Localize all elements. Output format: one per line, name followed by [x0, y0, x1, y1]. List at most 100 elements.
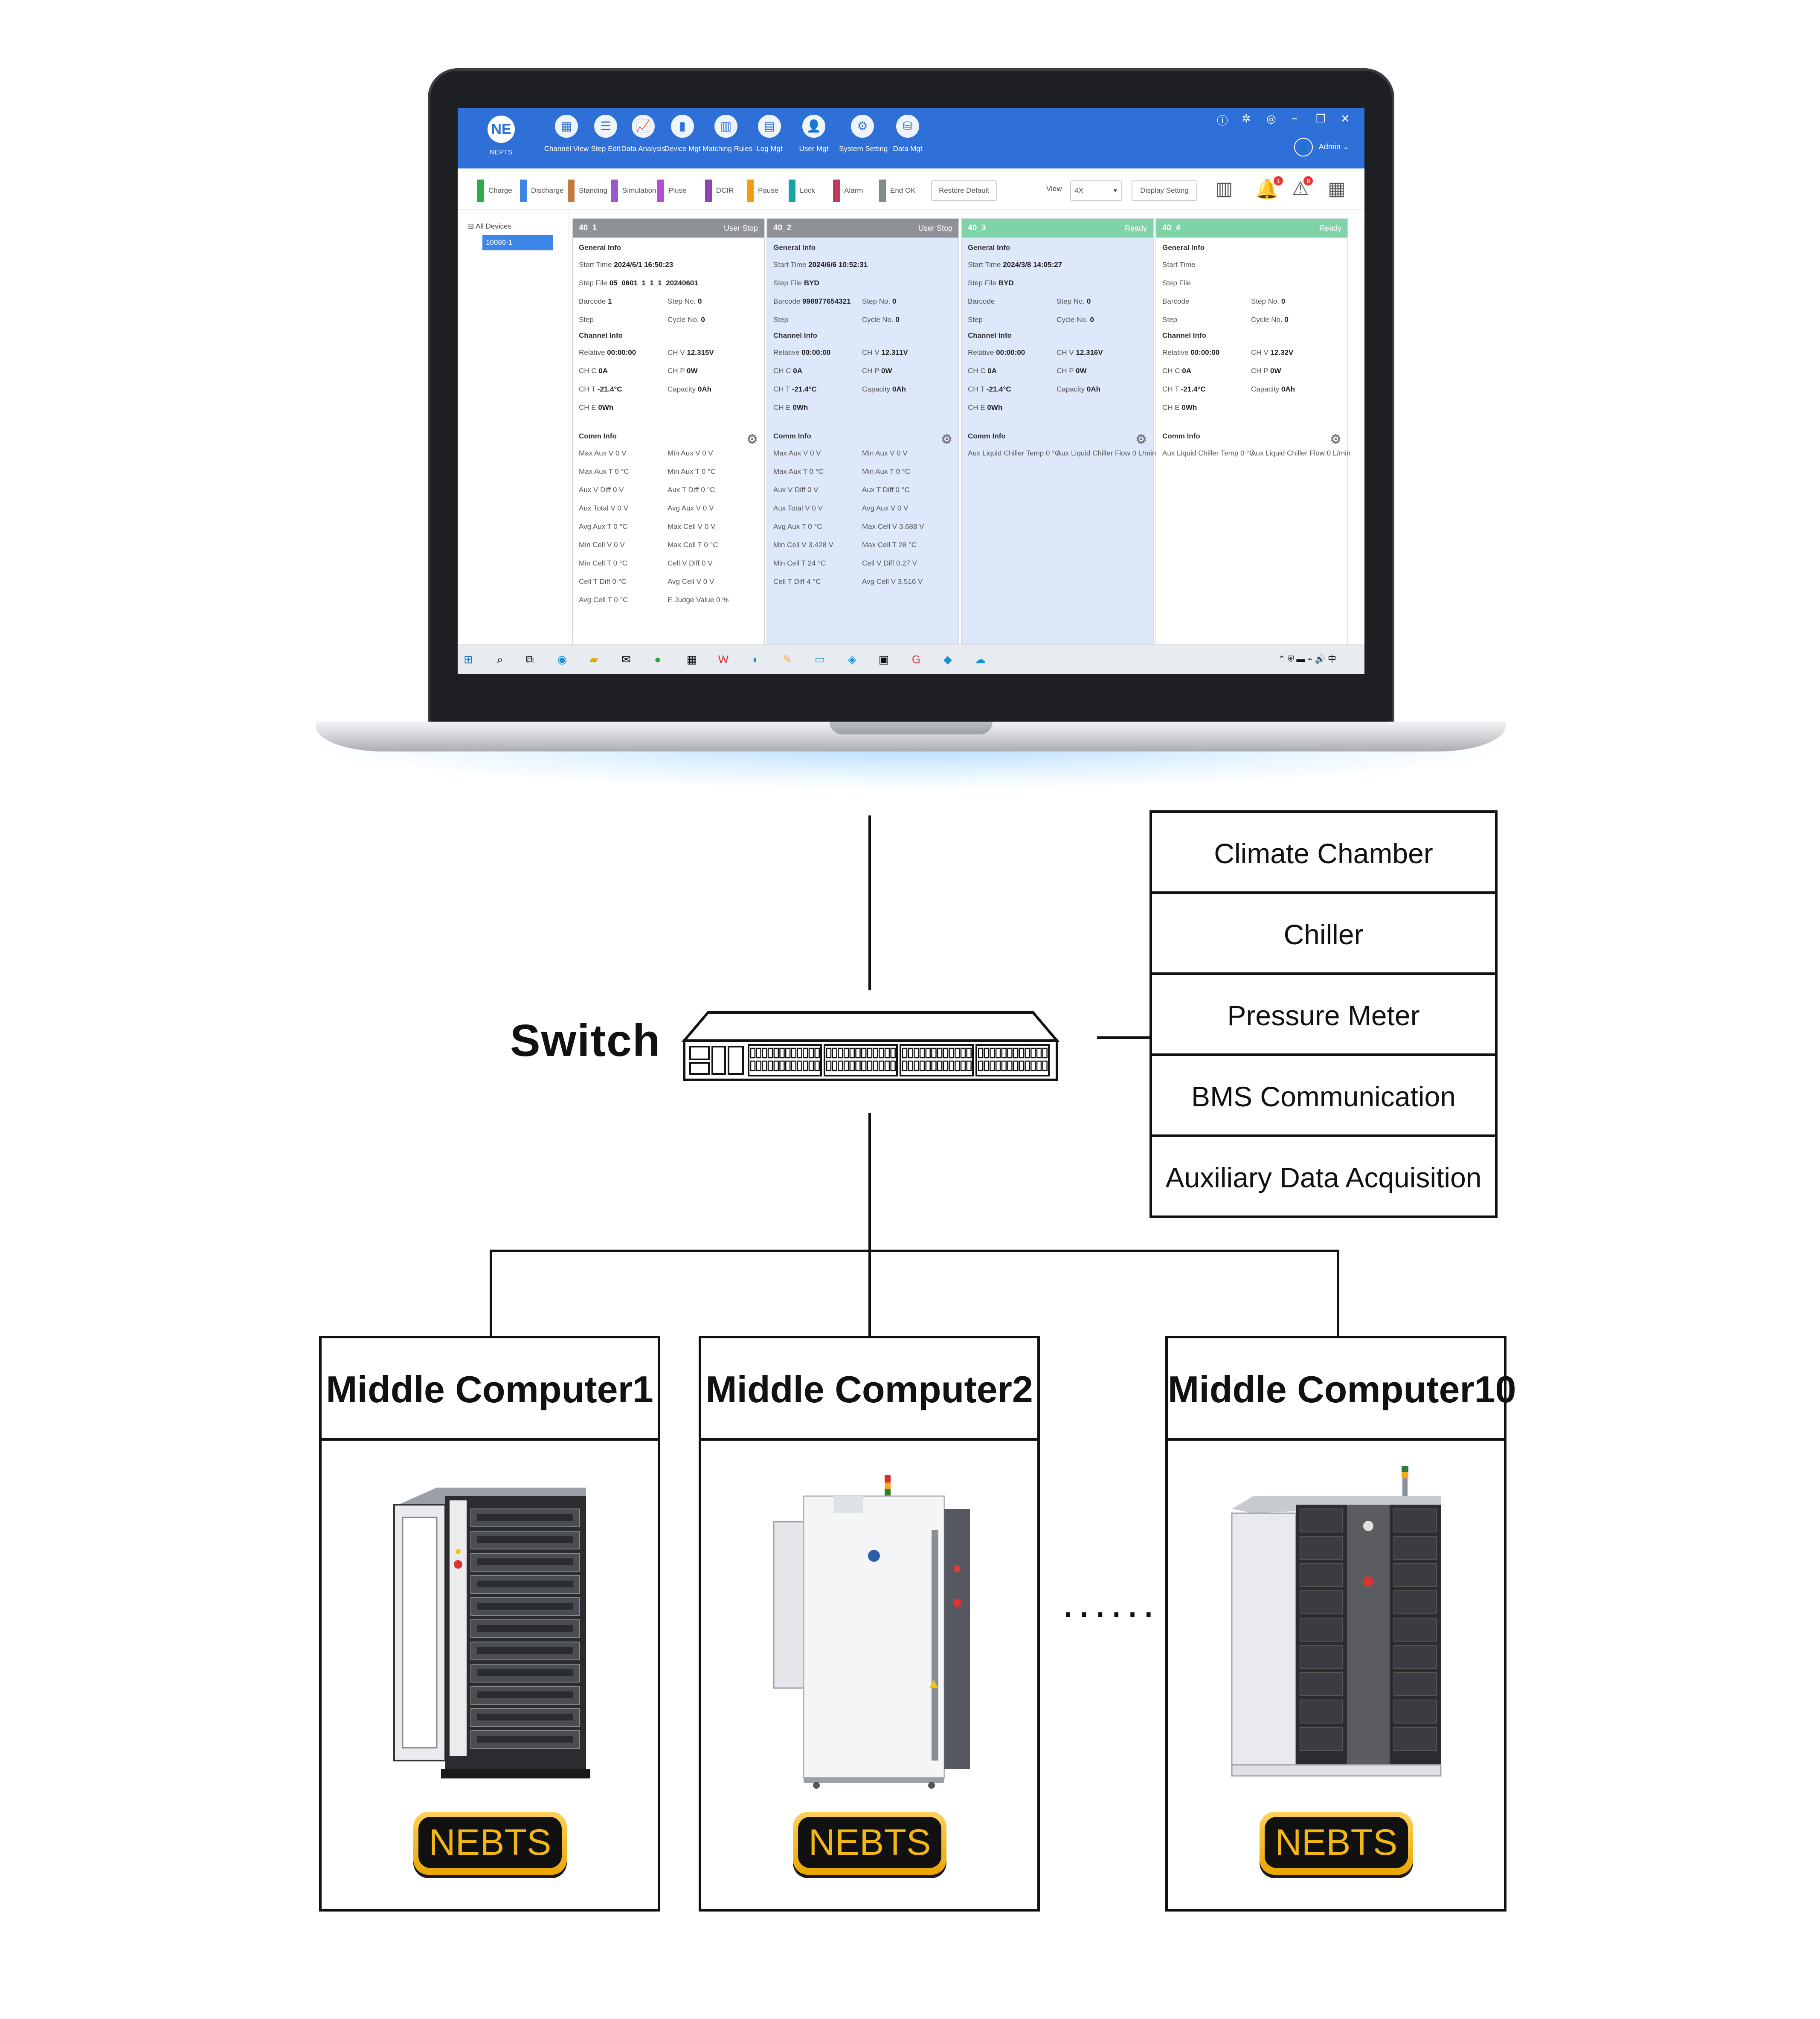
comm-value: Max Cell V 0 V: [668, 522, 716, 531]
info-value: 0Wh: [792, 403, 808, 412]
cycle-no: Cycle No. 0: [1057, 316, 1094, 324]
info-value: 0: [697, 297, 702, 305]
legend-label: Lock: [800, 186, 815, 194]
toolbar-chart-button[interactable]: 📈Data Analysis: [620, 115, 667, 153]
user-menu[interactable]: 👤Admin ⌄: [1294, 138, 1349, 157]
calculator-icon[interactable]: ▦: [686, 653, 697, 666]
tree-node-device[interactable]: 10086-1: [482, 235, 553, 250]
theme-icon[interactable]: ◎: [1266, 112, 1276, 125]
nebts-app-icon[interactable]: ◆: [943, 653, 952, 666]
ethernet-port: [814, 1047, 820, 1059]
folder-icon[interactable]: ▰: [589, 653, 598, 666]
system-tray[interactable]: ⌃ ⛨ ▬ ⌁ 🔊 中: [1278, 655, 1336, 664]
warning-icon[interactable]: ⚠8: [1292, 176, 1313, 200]
info-value: 12.32V: [1270, 348, 1294, 357]
info-icon[interactable]: ⓘ: [1217, 114, 1228, 127]
toolbar-sliders-button[interactable]: ☰Step Edit: [582, 115, 629, 153]
toolbar-data-button[interactable]: ⛁Data Mgt: [884, 115, 931, 153]
view-select[interactable]: 4X▾: [1070, 180, 1122, 201]
section-title: Comm Info⚙: [1162, 432, 1341, 447]
display-setting-button[interactable]: Display Setting: [1132, 180, 1197, 201]
gear-icon[interactable]: ⚙: [1330, 432, 1341, 447]
cloud-icon[interactable]: ☁: [975, 653, 986, 666]
ch-c: CH C 0A: [968, 367, 997, 375]
gear-icon[interactable]: ⚙: [1135, 432, 1147, 447]
g-app-icon[interactable]: G: [911, 653, 921, 666]
legend-swatch: [747, 180, 754, 202]
port-block: [900, 1044, 974, 1076]
toolbar-grid-button[interactable]: ▦Channel View: [543, 115, 590, 153]
toolbar-user-button[interactable]: 👤User Mgt: [790, 115, 837, 153]
ethernet-port: [890, 1047, 896, 1059]
module-slot: [1393, 1727, 1437, 1751]
legend-swatch: [477, 180, 484, 202]
photos-icon[interactable]: ▣: [878, 653, 889, 666]
task-view-icon[interactable]: ⧉: [525, 653, 534, 666]
mail-icon[interactable]: ✉: [621, 653, 631, 666]
bar-chart-icon[interactable]: ▥: [1215, 178, 1233, 199]
remote-icon[interactable]: ◈: [848, 653, 856, 666]
windows-start-icon[interactable]: ⊞: [464, 653, 473, 666]
comm-value: Cell V Diff 0 V: [668, 559, 713, 567]
ethernet-port: [925, 1047, 931, 1059]
tree-root[interactable]: ⊟ All Devices: [468, 222, 512, 230]
edge-icon[interactable]: ◉: [557, 653, 567, 666]
info-value: -21.4°C: [792, 385, 817, 393]
comm-value: Min Cell T 0 °C: [579, 559, 627, 567]
section-label: Comm Info: [579, 432, 617, 440]
legend-swatch: [705, 180, 712, 202]
module-slot: [1393, 1508, 1437, 1532]
step-label: Step: [579, 316, 594, 324]
module-slot: [1393, 1672, 1437, 1696]
toolbar-gear-button[interactable]: ⚙System Setting: [839, 115, 888, 153]
gear-icon[interactable]: ⚙: [941, 432, 952, 447]
restore-default-button[interactable]: Restore Default: [931, 180, 997, 201]
info-value: 0W: [1270, 367, 1281, 375]
channel-id: 40_3: [968, 223, 986, 232]
settings-icon[interactable]: ✲: [1242, 112, 1251, 125]
minimize-icon[interactable]: −: [1291, 112, 1298, 125]
close-icon[interactable]: ✕: [1341, 112, 1350, 125]
restore-icon[interactable]: ❐: [1316, 112, 1326, 125]
middle-computer-10: Middle Computer10 NEBTS: [1165, 1336, 1516, 1912]
search-icon[interactable]: ⌕: [496, 653, 503, 666]
toolbar-barcode-button[interactable]: ▥Matching Rules: [702, 115, 752, 153]
start-time: 2024/6/1 16:50:23: [612, 261, 673, 269]
ethernet-port: [814, 1060, 820, 1071]
ethernet-port: [908, 1060, 913, 1071]
apps-grid-icon[interactable]: ▦: [1328, 178, 1346, 199]
ethernet-port: [1025, 1060, 1030, 1071]
browser-icon[interactable]: ◐: [752, 653, 759, 666]
legend-label: Simulation: [622, 186, 656, 194]
ethernet-port: [955, 1047, 960, 1059]
info-value: 0A: [598, 367, 608, 375]
peripheral-auxiliary-data-acquisition: Auxiliary Data Acquisition: [1165, 1162, 1482, 1193]
step-file-label: Step File: [968, 279, 997, 287]
gear-icon[interactable]: ⚙: [746, 432, 758, 447]
view-label: View: [1046, 185, 1062, 193]
bell-icon[interactable]: 🔔1: [1255, 176, 1283, 200]
step-no: Step No. 0: [1057, 297, 1091, 305]
toolbar-device-button[interactable]: ▮Device Mgt: [659, 115, 706, 153]
ch-e: CH E 0Wh: [968, 403, 1003, 412]
toolbar-label: Data Mgt: [893, 145, 923, 153]
toolbar-calendar-button[interactable]: ▤Log Mgt: [746, 115, 793, 153]
toolbar-label: Log Mgt: [756, 145, 783, 153]
ethernet-port: [984, 1060, 989, 1071]
peripheral-climate-chamber: Climate Chamber: [1152, 813, 1495, 894]
chat-icon[interactable]: ●: [654, 653, 661, 666]
status-badge: User Stop: [918, 224, 952, 232]
wps-icon[interactable]: W: [718, 653, 729, 666]
notes-icon[interactable]: ✎: [783, 653, 792, 666]
app-icon[interactable]: ▭: [814, 653, 825, 666]
